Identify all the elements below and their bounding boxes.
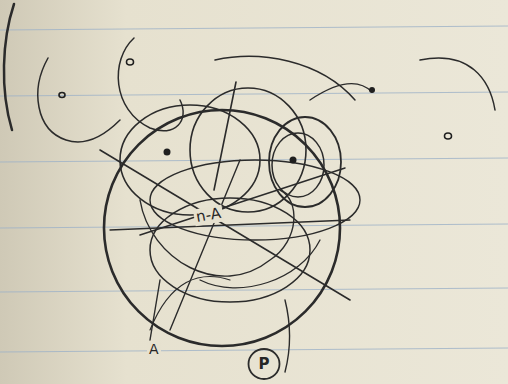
node-text: P <box>259 356 270 373</box>
circled-letter: P <box>247 347 281 381</box>
handwritten-label: A <box>147 342 161 357</box>
